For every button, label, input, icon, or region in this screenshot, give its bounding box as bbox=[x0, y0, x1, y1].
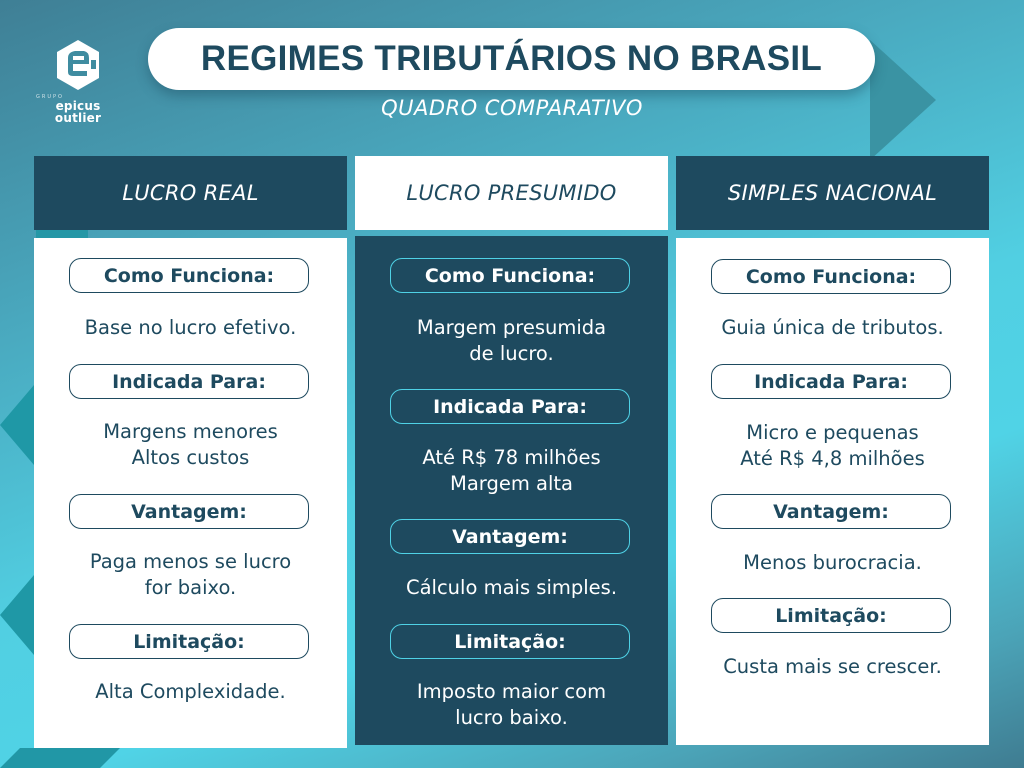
text-line: lucro baixo. bbox=[455, 706, 568, 729]
column-header-lucro-real: LUCRO REAL bbox=[34, 156, 347, 230]
section-text-como-funciona: Base no lucro efetivo. bbox=[34, 315, 347, 341]
page-subtitle: QUADRO COMPARATIVO bbox=[381, 96, 643, 120]
brand-logo: GRUPO epicus outlier bbox=[32, 38, 124, 124]
background-band-decoration bbox=[0, 748, 120, 768]
brand-group-label: GRUPO bbox=[36, 94, 64, 100]
text-line: Guia única de tributos. bbox=[721, 316, 944, 339]
page-title: REGIMES TRIBUTÁRIOS NO BRASIL bbox=[200, 39, 823, 78]
section-text-vantagem: Paga menos se lucro for baixo. bbox=[34, 549, 347, 601]
column-header-simples-nacional: SIMPLES NACIONAL bbox=[676, 156, 989, 230]
section-text-limitacao: Custa mais se crescer. bbox=[676, 654, 989, 680]
text-line: Micro e pequenas bbox=[746, 421, 919, 444]
section-label-como-funciona: Como Funciona: bbox=[69, 258, 309, 293]
text-line: Até R$ 4,8 milhões bbox=[740, 447, 925, 470]
section-text-indicada-para: Margens menores Altos custos bbox=[34, 419, 347, 471]
section-label-vantagem: Vantagem: bbox=[69, 494, 309, 529]
section-text-como-funciona: Guia única de tributos. bbox=[676, 315, 989, 341]
text-line: Altos custos bbox=[131, 446, 250, 469]
section-label-vantagem: Vantagem: bbox=[711, 494, 951, 529]
section-label-indicada-para: Indicada Para: bbox=[390, 389, 630, 424]
text-line: Margens menores bbox=[103, 420, 278, 443]
section-text-indicada-para: Até R$ 78 milhões Margem alta bbox=[355, 445, 668, 497]
title-banner: REGIMES TRIBUTÁRIOS NO BRASIL bbox=[148, 28, 875, 90]
text-line: Até R$ 78 milhões bbox=[422, 446, 601, 469]
section-text-como-funciona: Margem presumida de lucro. bbox=[355, 315, 668, 367]
column-header-lucro-presumido: LUCRO PRESUMIDO bbox=[355, 156, 668, 230]
background-band-decoration bbox=[36, 230, 88, 238]
column-body-lucro-presumido: Como Funciona: Margem presumida de lucro… bbox=[355, 236, 668, 745]
section-label-limitacao: Limitação: bbox=[390, 624, 630, 659]
section-label-como-funciona: Como Funciona: bbox=[390, 258, 630, 293]
text-line: Margem alta bbox=[450, 472, 573, 495]
section-label-vantagem: Vantagem: bbox=[390, 519, 630, 554]
section-label-indicada-para: Indicada Para: bbox=[69, 364, 309, 399]
column-title: LUCRO REAL bbox=[122, 181, 259, 205]
text-line: for baixo. bbox=[144, 576, 237, 599]
text-line: Custa mais se crescer. bbox=[723, 655, 942, 678]
section-text-indicada-para: Micro e pequenas Até R$ 4,8 milhões bbox=[676, 420, 989, 472]
column-body-simples-nacional: Como Funciona: Guia única de tributos. I… bbox=[676, 238, 989, 745]
background-chevron-decoration bbox=[870, 40, 936, 160]
brand-name: epicus outlier bbox=[54, 99, 102, 125]
text-line: Imposto maior com bbox=[416, 680, 607, 703]
text-line: de lucro. bbox=[469, 342, 554, 365]
epicus-hexagon-e-logo-icon bbox=[57, 40, 99, 90]
section-text-limitacao: Imposto maior com lucro baixo. bbox=[355, 679, 668, 731]
column-title: LUCRO PRESUMIDO bbox=[406, 181, 617, 205]
section-text-limitacao: Alta Complexidade. bbox=[34, 679, 347, 705]
section-text-vantagem: Menos burocracia. bbox=[676, 550, 989, 576]
section-label-indicada-para: Indicada Para: bbox=[711, 364, 951, 399]
column-body-lucro-real: Como Funciona: Base no lucro efetivo. In… bbox=[34, 238, 347, 748]
section-label-como-funciona: Como Funciona: bbox=[711, 259, 951, 294]
text-line: Paga menos se lucro bbox=[89, 550, 292, 573]
text-line: Alta Complexidade. bbox=[95, 680, 286, 703]
background-triangle-decoration bbox=[0, 575, 34, 655]
column-title: SIMPLES NACIONAL bbox=[727, 181, 938, 205]
text-line: Menos burocracia. bbox=[743, 551, 922, 574]
background-triangle-decoration bbox=[0, 385, 34, 465]
section-text-vantagem: Cálculo mais simples. bbox=[355, 575, 668, 601]
text-line: Base no lucro efetivo. bbox=[84, 316, 297, 339]
section-label-limitacao: Limitação: bbox=[69, 624, 309, 659]
text-line: Cálculo mais simples. bbox=[405, 576, 618, 599]
section-label-limitacao: Limitação: bbox=[711, 598, 951, 633]
text-line: Margem presumida bbox=[416, 316, 607, 339]
